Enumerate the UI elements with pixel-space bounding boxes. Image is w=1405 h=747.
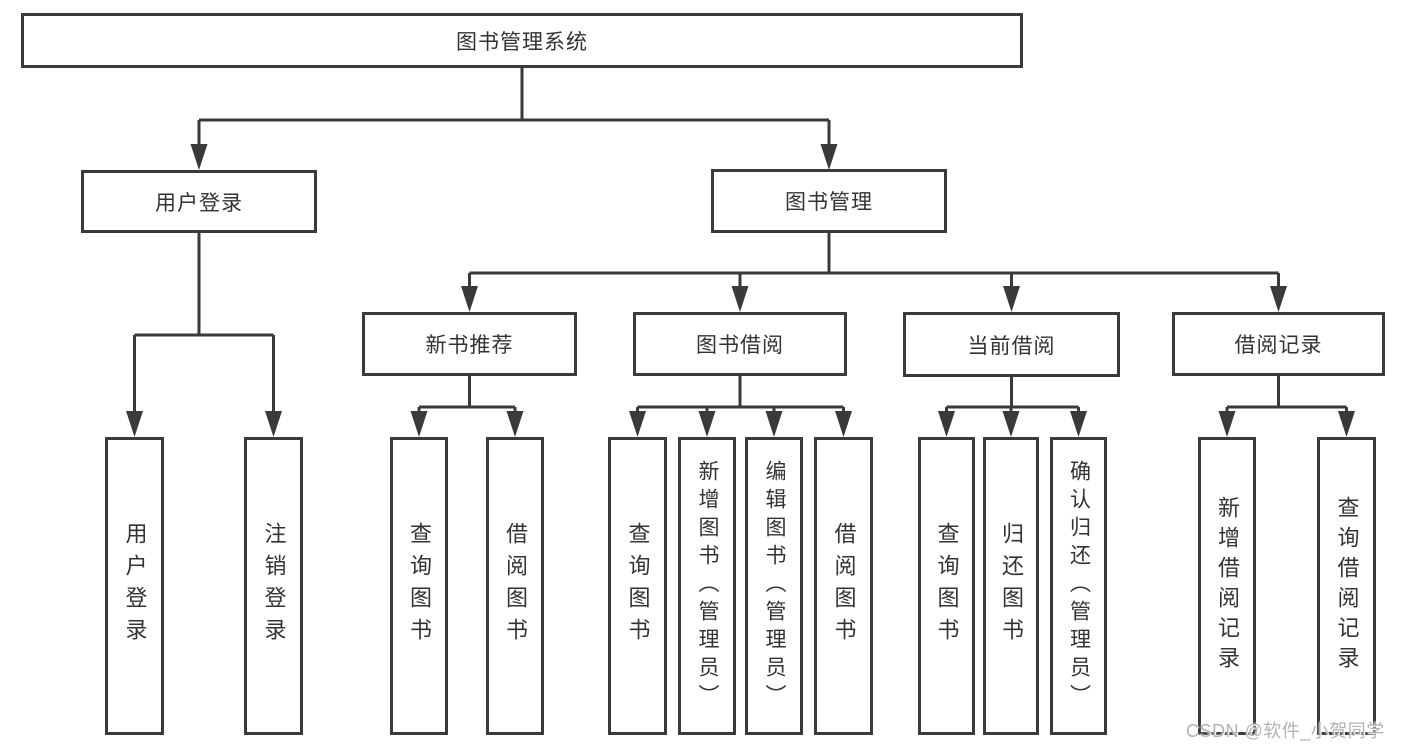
connector-group-current-borrow (938, 377, 1087, 437)
node-leaf-bb-borrow: 借阅图书 (814, 437, 873, 735)
node-current-borrow: 当前借阅 (903, 312, 1120, 377)
node-leaf-bb-edit-label: 编辑图书（管理员） (763, 460, 786, 712)
node-book-borrow: 图书借阅 (633, 312, 847, 376)
node-leaf-nb-query: 查询图书 (390, 437, 448, 735)
node-leaf-bb-edit: 编辑图书（管理员） (745, 437, 803, 735)
node-current-borrow-label: 当前借阅 (967, 334, 1056, 358)
node-leaf-br-query: 查询借阅记录 (1317, 437, 1376, 735)
node-leaf-cb-confirm-label: 确认归还（管理员） (1067, 460, 1091, 712)
node-leaf-bb-add-label: 新增图书（管理员） (696, 460, 719, 712)
node-leaf-bb-borrow-label: 借阅图书 (831, 522, 857, 650)
node-leaf-logout: 注销登录 (244, 437, 303, 735)
node-book-borrow-label: 图书借阅 (696, 334, 784, 357)
node-leaf-cb-return: 归还图书 (983, 437, 1039, 735)
node-leaf-bb-add: 新增图书（管理员） (678, 437, 736, 735)
node-leaf-cb-query: 查询图书 (918, 437, 975, 735)
csdn-watermark: CSDN @软件_小贺同学 (1186, 721, 1385, 741)
node-borrow-records-label: 借阅记录 (1234, 334, 1323, 357)
node-root: 图书管理系统 (21, 13, 1023, 68)
connector-group-book-mgmt (461, 233, 1287, 312)
node-new-book-rec: 新书推荐 (362, 312, 577, 376)
node-leaf-nb-borrow-label: 借阅图书 (503, 522, 528, 650)
connector-group-new-book-rec (410, 376, 524, 437)
node-leaf-bb-query: 查询图书 (608, 437, 667, 735)
node-leaf-cb-query-label: 查询图书 (934, 522, 960, 650)
node-leaf-br-add: 新增借阅记录 (1198, 437, 1256, 735)
node-borrow-records: 借阅记录 (1172, 312, 1385, 376)
node-book-mgmt: 图书管理 (711, 169, 947, 233)
node-leaf-cb-return-label: 归还图书 (999, 522, 1024, 650)
connector-group-borrow-records (1218, 376, 1355, 437)
node-leaf-nb-query-label: 查询图书 (407, 522, 432, 650)
node-new-book-rec-label: 新书推荐 (425, 334, 514, 357)
node-user-login: 用户登录 (81, 170, 317, 233)
connector-group-user-login (126, 233, 282, 437)
node-leaf-user-login-label: 用户登录 (122, 522, 148, 650)
node-leaf-bb-query-label: 查询图书 (625, 522, 651, 650)
connector-group-book-borrow (629, 376, 852, 437)
node-leaf-br-add-label: 新增借阅记录 (1215, 496, 1240, 676)
node-leaf-logout-label: 注销登录 (261, 522, 287, 650)
connector-group-root (190, 68, 838, 170)
node-leaf-nb-borrow: 借阅图书 (486, 437, 544, 735)
node-leaf-cb-confirm: 确认归还（管理员） (1050, 437, 1107, 735)
node-root-label: 图书管理系统 (456, 30, 588, 54)
node-leaf-user-login: 用户登录 (105, 437, 164, 735)
node-leaf-br-query-label: 查询借阅记录 (1334, 496, 1360, 676)
node-user-login-label: 用户登录 (155, 191, 243, 215)
node-book-mgmt-label: 图书管理 (785, 191, 873, 214)
